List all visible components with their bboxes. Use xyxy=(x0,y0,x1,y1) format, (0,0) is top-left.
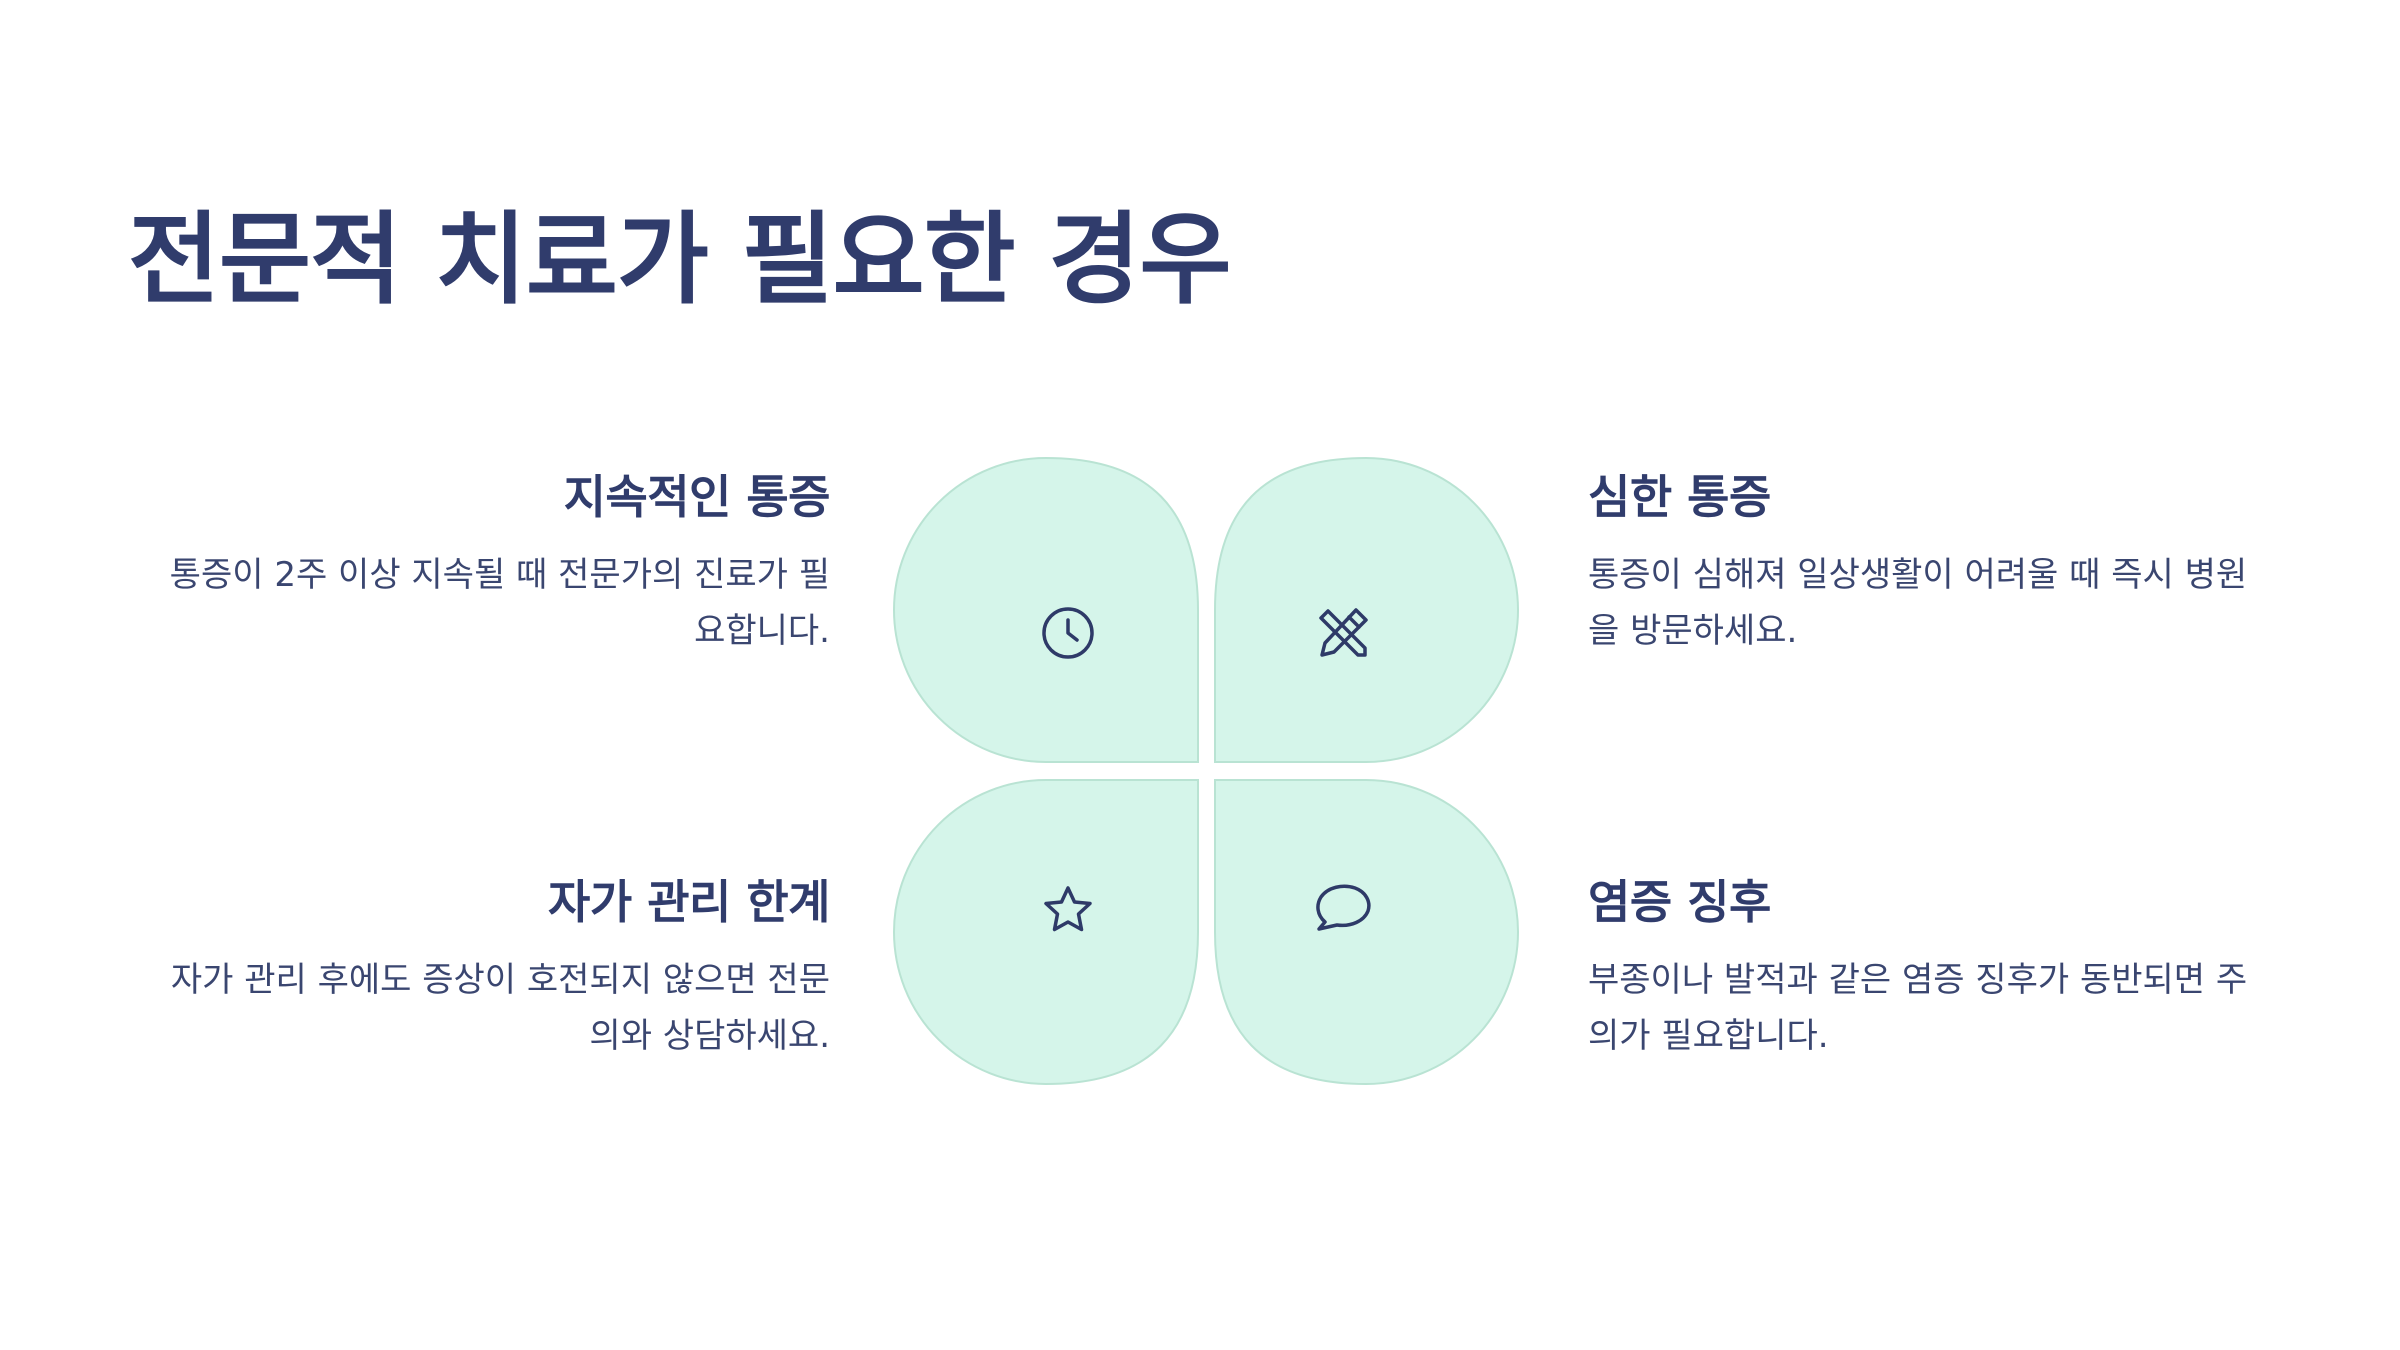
item-title: 자가 관리 한계 xyxy=(548,875,830,929)
item-description: 부종이나 발적과 같은 염증 징후가 동반되면 주 의가 필요합니다. xyxy=(1588,952,2288,1064)
item-description-line: 의가 필요합니다. xyxy=(1588,1016,1829,1057)
item-inflammation-signs: 염증 징후 부종이나 발적과 같은 염증 징후가 동반되면 주 의가 필요합니다… xyxy=(1588,875,2288,1064)
item-description: 통증이 2주 이상 지속될 때 전문가의 진료가 필 요합니다. xyxy=(130,547,830,659)
item-persistent-pain: 지속적인 통증 통증이 2주 이상 지속될 때 전문가의 진료가 필 요합니다. xyxy=(130,470,831,659)
item-title: 염증 징후 xyxy=(1588,875,1771,929)
pencil-ruler-icon xyxy=(1319,608,1368,657)
item-description: 자가 관리 후에도 증상이 호전되지 않으면 전문 의와 상담하세요. xyxy=(130,952,830,1064)
petal-bottom-left xyxy=(893,779,1199,1086)
item-description-line: 요합니다. xyxy=(694,611,830,652)
petal-bottom-right xyxy=(1214,779,1519,1086)
item-description: 통증이 심해져 일상생활이 어려울 때 즉시 병원 을 방문하세요. xyxy=(1588,547,2288,659)
item-description-line: 의와 상담하세요. xyxy=(589,1016,830,1057)
petal-top-left xyxy=(893,456,1199,763)
item-severe-pain: 심한 통증 통증이 심해져 일상생활이 어려울 때 즉시 병원 을 방문하세요. xyxy=(1588,470,2288,659)
item-description-line: 부종이나 발적과 같은 염증 징후가 동반되면 주 xyxy=(1588,960,2248,1001)
petal-top-right xyxy=(1214,456,1519,763)
item-description-line: 통증이 2주 이상 지속될 때 전문가의 진료가 필 xyxy=(169,555,830,596)
clock-icon xyxy=(1042,607,1094,659)
item-title: 심한 통증 xyxy=(1588,470,1771,524)
page-title: 전문적 치료가 필요한 경우 xyxy=(128,201,1231,318)
item-description-line: 통증이 심해져 일상생활이 어려울 때 즉시 병원 xyxy=(1588,555,2248,596)
item-self-care-limit: 자가 관리 한계 자가 관리 후에도 증상이 호전되지 않으면 전문 의와 상담… xyxy=(130,875,831,1064)
chat-bubble-icon xyxy=(1316,884,1371,931)
item-description-line: 을 방문하세요. xyxy=(1588,611,1798,652)
star-icon xyxy=(1044,886,1092,932)
item-title: 지속적인 통증 xyxy=(563,470,831,524)
item-description-line: 자가 관리 후에도 증상이 호전되지 않으면 전문 xyxy=(170,960,830,1001)
